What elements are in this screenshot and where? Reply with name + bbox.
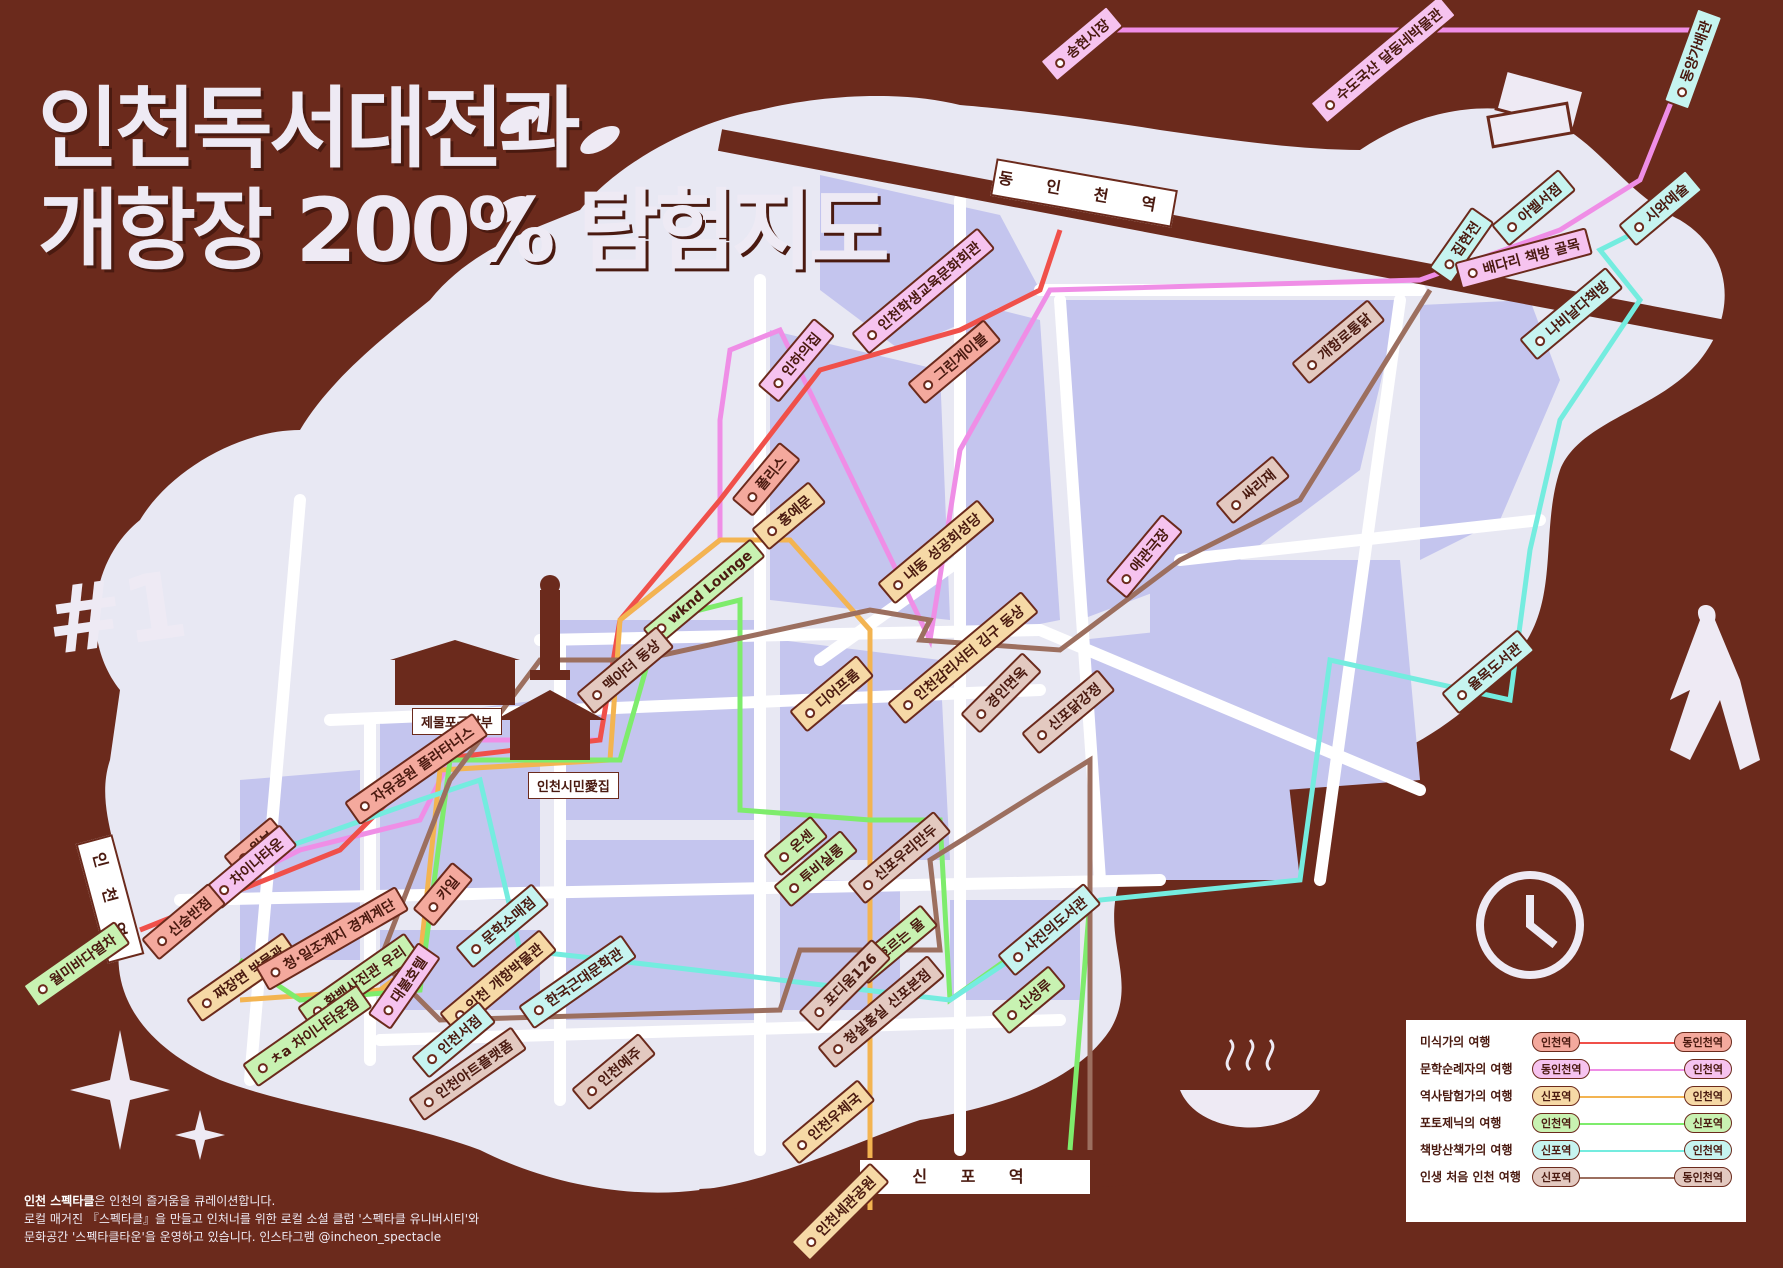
legend-row: 문학순례자의 여행 동인천역 인천역 [1420,1055,1732,1082]
legend-route-name: 문학순례자의 여행 [1420,1062,1513,1076]
page-title-line2: 개항장 200% 탐험지도 [38,179,890,282]
issue-number: #1 [39,550,194,677]
legend-route-line: 인천역 동인천역 [1532,1031,1732,1052]
citizen-house-icon [495,690,605,760]
bowl-icon [1180,1038,1320,1128]
legend-end-station: 신포역 [1683,1112,1732,1133]
legend-end-station: 인천역 [1683,1058,1732,1079]
railway [717,129,1723,341]
legend-start-station: 신포역 [1532,1166,1581,1187]
legend-route-name: 책방산책가의 여행 [1420,1143,1513,1157]
footer-line2: 로컬 매거진 『스펙타클』을 만들고 인처너를 위한 로컬 소셜 클럽 '스펙타… [24,1212,480,1226]
page-title-line1: 인천독서대전과 [38,77,581,180]
legend-end-station: 동인천역 [1673,1031,1732,1052]
footprints-icon [490,106,620,225]
legend-route-line: 신포역 인천역 [1532,1139,1732,1160]
jemulpo-club-icon [390,640,520,705]
statue-icon [530,575,570,680]
footer-line3: 문화공간 '스펙타클타운'을 운영하고 있습니다. 인스타그램 @incheon… [24,1230,442,1244]
legend-row: 포토제닉의 여행 인천역 신포역 [1420,1109,1732,1136]
route-cyan [249,227,1644,1003]
legend-route-line: 동인천역 인천역 [1532,1058,1732,1079]
legend-start-station: 동인천역 [1532,1058,1591,1079]
station-sinpo[interactable]: 신 포 역 [858,1158,1092,1196]
legend-start-station: 신포역 [1532,1085,1581,1106]
legend-row: 역사탐험가의 여행 신포역 인천역 [1420,1082,1732,1109]
legend-row: 인생 처음 인천 여행 신포역 동인천역 [1420,1163,1732,1190]
footer-brand: 인천 스펙타클 [24,1194,95,1208]
legend-end-station: 동인천역 [1673,1166,1732,1187]
legend-route-name: 미식가의 여행 [1420,1035,1491,1049]
footer-line1: 은 인천의 즐거움을 큐레이션합니다. [94,1194,276,1208]
legend-start-station: 인천역 [1532,1031,1581,1052]
legend-route-name: 포토제닉의 여행 [1420,1116,1502,1130]
legend-row: 책방산책가의 여행 신포역 인천역 [1420,1136,1732,1163]
legend-row: 미식가의 여행 인천역 동인천역 [1420,1028,1732,1055]
books-icon [1486,68,1586,149]
legend-start-station: 신포역 [1532,1139,1581,1160]
landmark-citizen-house: 인천시민愛집 [528,772,619,799]
legend-start-station: 인천역 [1532,1112,1581,1133]
legend-end-station: 인천역 [1683,1139,1732,1160]
legend-route-line: 신포역 인천역 [1532,1085,1732,1106]
walking-person-icon [1670,605,1760,770]
legend-route-line: 인천역 신포역 [1532,1112,1732,1133]
legend-route-name: 인생 처음 인천 여행 [1420,1170,1521,1184]
legend-end-station: 인천역 [1683,1085,1732,1106]
legend-route-line: 신포역 동인천역 [1532,1166,1732,1187]
clock-icon [1476,871,1584,979]
sparkle-icon [70,1030,225,1160]
footer: 인천 스펙타클은 인천의 즐거움을 큐레이션합니다. 로컬 매거진 『스펙타클』… [24,1192,479,1246]
roads [174,194,1546,1156]
legend-route-name: 역사탐험가의 여행 [1420,1089,1513,1103]
